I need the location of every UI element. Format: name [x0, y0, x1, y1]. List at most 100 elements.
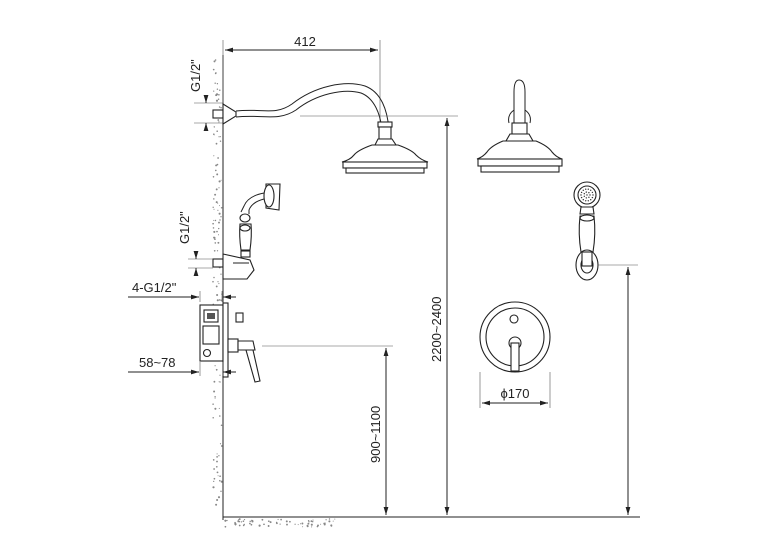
wall-texture-dot: [214, 365, 216, 367]
floor-texture-dot: [334, 518, 336, 520]
wall-texture-dot: [214, 219, 217, 222]
mixer-threads-label: 4-G1/2": [132, 280, 177, 295]
plate-diameter-label: ϕ170: [501, 386, 530, 401]
floor-texture-dot: [243, 523, 245, 526]
floor-texture-dot: [307, 519, 310, 522]
spray-hole: [588, 192, 590, 194]
wall-texture-dot: [218, 136, 220, 138]
wall-texture-dot: [215, 164, 218, 167]
wall-texture-dot: [215, 99, 219, 102]
wall-texture-dot: [212, 403, 214, 405]
spray-hole: [587, 200, 589, 202]
mixer-depth-label: 58~78: [139, 355, 176, 370]
wall-texture-dot: [213, 90, 215, 92]
wall-texture-dot: [218, 106, 221, 108]
wall-texture-dot: [219, 475, 221, 478]
wall-texture-dot: [213, 155, 215, 157]
wall-texture-dot: [217, 496, 221, 499]
wall-texture-dot: [215, 465, 218, 468]
wall-texture-dot: [216, 163, 219, 166]
floor-texture-dot: [234, 523, 237, 526]
wall-texture-dot: [217, 202, 219, 204]
shower-thread-label: G1/2": [188, 59, 203, 92]
floor-texture-dot: [251, 520, 254, 523]
floor-texture-dot: [267, 525, 270, 527]
spray-hole: [587, 188, 589, 190]
floor-texture-dot: [328, 518, 331, 520]
spray-hole: [580, 191, 583, 194]
wall-texture-dot: [214, 396, 216, 398]
floor-texture-dot: [243, 519, 246, 521]
wall-texture-dot: [216, 460, 218, 463]
wall-texture-dot: [220, 299, 222, 302]
wall-texture-dot: [215, 93, 219, 96]
wall-texture-dot: [214, 193, 217, 196]
mixer-depth-dimension: 58~78: [128, 355, 236, 376]
spray-hole: [592, 194, 594, 196]
floor-texture-dot: [332, 520, 334, 522]
spray-hole: [590, 199, 592, 201]
floor-texture-dot: [311, 520, 314, 523]
wall-texture-dot: [213, 236, 216, 239]
hand-shower-thread-label: G1/2": [177, 211, 192, 244]
wall-texture-dot: [215, 201, 218, 204]
floor-texture-dot: [249, 522, 251, 525]
wall-texture-dot: [219, 136, 222, 138]
spray-hole: [588, 196, 590, 198]
mixer-front-view: [479, 301, 551, 373]
floor-texture-dot: [234, 524, 237, 526]
floor-texture-dot: [306, 525, 309, 528]
wall-texture-dot: [215, 188, 218, 191]
floor-texture-dot: [251, 519, 253, 521]
arm-length-label: 412: [294, 34, 316, 49]
floor-texture-dot: [328, 520, 331, 523]
floor-texture-dot: [301, 522, 304, 525]
wall-texture-dot: [216, 498, 219, 502]
spray-hole: [590, 189, 592, 191]
floor-line: [223, 516, 640, 528]
floor-texture-dot: [258, 524, 261, 527]
wall-hatching: [212, 55, 224, 520]
shower-height-label: 2200~2400: [429, 297, 444, 362]
mixer-threads-dimension: 4-G1/2": [128, 280, 236, 302]
floor-texture-dot: [242, 520, 245, 522]
spray-hole: [585, 188, 587, 190]
floor-texture-dot: [275, 522, 278, 525]
spray-hole: [585, 197, 587, 199]
wall-texture-dot: [217, 209, 219, 211]
wall-texture-dot: [217, 241, 220, 244]
spray-hole: [582, 199, 584, 201]
shower-head-front-view: [476, 79, 563, 173]
wall-texture-dot: [212, 68, 215, 71]
spray-hole: [585, 191, 587, 193]
wall-texture-dot: [216, 250, 219, 252]
floor-texture-dot: [267, 520, 270, 523]
mixer-side-view: [199, 302, 261, 383]
floor-texture-dot: [240, 521, 243, 523]
floor-texture-dot: [263, 523, 265, 526]
floor-texture-dot: [238, 524, 241, 527]
wall-texture-dot: [213, 208, 215, 210]
wall-texture-dot: [214, 397, 216, 399]
spray-hole: [582, 189, 584, 191]
floor-texture-dot: [320, 523, 322, 525]
wall-texture-dot: [215, 503, 218, 506]
floor-texture-dot: [224, 519, 227, 522]
spray-hole: [585, 200, 587, 202]
wall-texture-dot: [218, 221, 220, 224]
wall-texture-dot: [212, 459, 215, 461]
floor-texture-dot: [323, 522, 325, 525]
floor-texture-dot: [330, 525, 333, 527]
wall-texture-dot: [219, 219, 221, 221]
plate-diameter-dimension: ϕ170: [479, 372, 551, 408]
wall-texture-dot: [218, 283, 220, 285]
wall-texture-dot: [218, 299, 221, 301]
spray-hole: [591, 191, 594, 194]
wall-texture-dot: [217, 475, 219, 477]
wall-texture-dot: [218, 455, 220, 457]
wall-texture-dot: [219, 443, 222, 445]
wall-texture-dot: [214, 169, 217, 172]
floor-texture-dot: [302, 526, 304, 528]
wall-texture-dot: [213, 249, 216, 252]
